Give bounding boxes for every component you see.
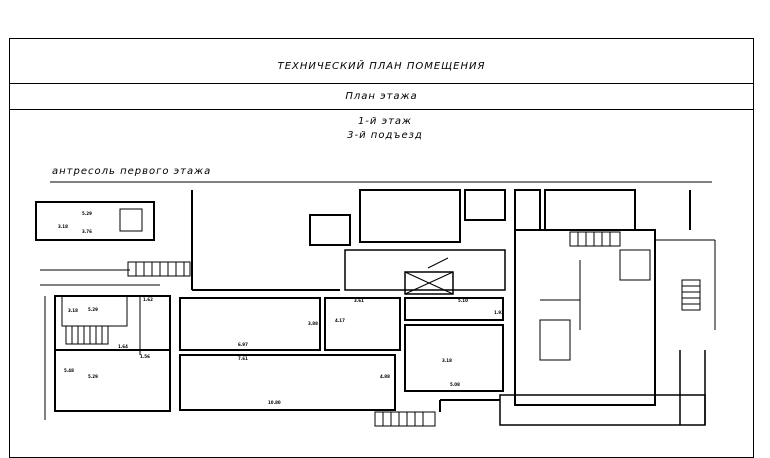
plan-subtitle: План этажа [345, 91, 418, 102]
walls [35, 181, 716, 427]
mezzanine-room [35, 201, 155, 241]
title-row: ТЕХНИЧЕСКИЙ ПЛАН ПОМЕЩЕНИЯ [9, 50, 754, 84]
dim-r3-w: 6.97 [238, 342, 248, 347]
dim-r4-w: 7.61 [238, 356, 248, 361]
room-5-08 [404, 324, 504, 392]
dim-r8-h: 3.18 [442, 358, 452, 363]
dim-r1-h: 3.18 [68, 308, 78, 313]
dim-r1-d: 1.56 [140, 354, 150, 359]
dim-r2-w: 5.29 [88, 374, 98, 379]
dim-mz-w: 5.29 [82, 211, 92, 216]
room-6-97 [179, 297, 321, 351]
room-3-61 [324, 297, 401, 351]
dim-r6-h: 4.17 [335, 318, 345, 323]
dimension-labels: 5.29 3.76 3.18 5.29 3.18 1.62 1.64 1.56 … [58, 211, 504, 405]
room-5-10 [404, 297, 504, 321]
plan-title: ТЕХНИЧЕСКИЙ ПЛАН ПОМЕЩЕНИЯ [277, 61, 486, 72]
floor-label: 1-й этаж [357, 116, 413, 127]
dim-mz-w2: 3.76 [82, 229, 92, 234]
mezzanine-label: антресоль первого этажа [52, 166, 212, 177]
dim-r7-h: 1.92 [494, 310, 504, 315]
entrance-label: 3-й подъезд [347, 130, 423, 141]
subtitle-row: План этажа [9, 84, 754, 110]
dim-r2-h: 5.48 [64, 368, 74, 373]
dim-r5-w: 10.80 [268, 400, 281, 405]
room-10-80 [179, 354, 396, 411]
dim-r6-w: 3.61 [354, 298, 364, 303]
dim-r4-h: 4.88 [380, 374, 390, 379]
left-room-block [54, 295, 171, 412]
dim-r1-w: 5.29 [88, 307, 98, 312]
dim-r8-w: 5.08 [450, 382, 460, 387]
dim-r1-b: 1.62 [143, 297, 153, 302]
right-room-block [514, 229, 656, 406]
dim-r3-h: 3.88 [308, 321, 318, 326]
dim-mz-h: 3.18 [58, 224, 68, 229]
dim-r1-c: 1.64 [118, 344, 128, 349]
dim-r7-w: 5.10 [458, 298, 468, 303]
